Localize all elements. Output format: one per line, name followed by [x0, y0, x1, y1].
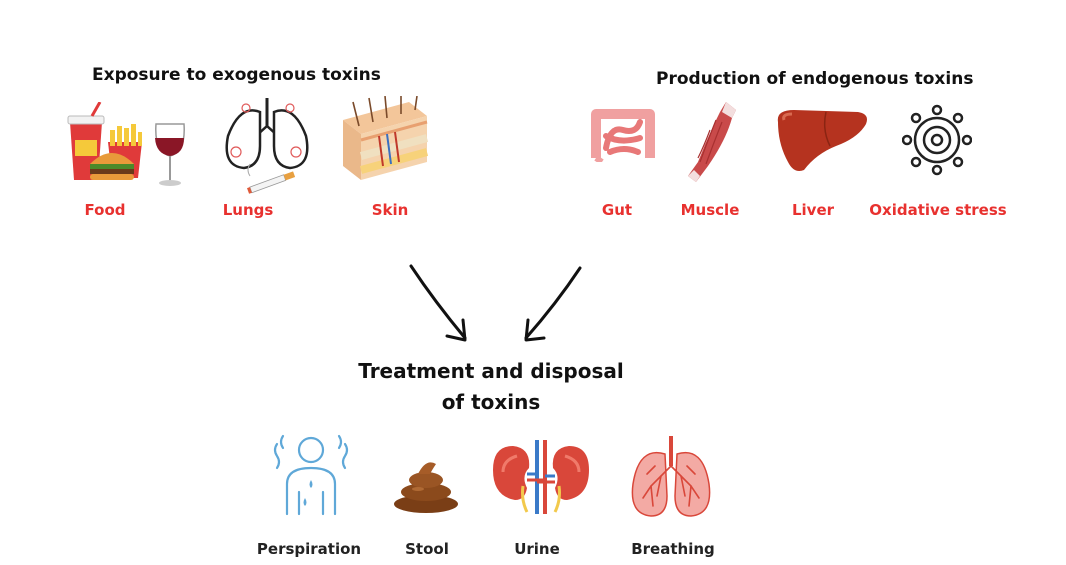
treatment-item-label-breathing: Breathing [631, 540, 715, 558]
treatment-title-line2: of toxins [441, 390, 541, 414]
intestine-icon [590, 108, 656, 162]
kidneys-icon [491, 440, 591, 514]
skin-icon [339, 96, 431, 184]
exogenous-item-label-lungs: Lungs [222, 201, 274, 219]
lungs-icon [629, 436, 713, 520]
exogenous-item-label-food: Food [84, 201, 126, 219]
smoking-lungs-icon [220, 96, 314, 196]
sweating-person-icon [271, 432, 351, 516]
food-icon [66, 102, 194, 188]
treatment-title-line1: Treatment and disposal [358, 359, 624, 383]
treatment-item-label-perspiration: Perspiration [256, 540, 362, 558]
muscle-icon [686, 100, 738, 184]
endogenous-item-label-muscle: Muscle [680, 201, 740, 219]
treatment-title: Treatment and disposal of toxins [341, 356, 641, 418]
endogenous-item-label-gut: Gut [601, 201, 633, 219]
endogenous-item-label-liver: Liver [791, 201, 835, 219]
liver-icon [774, 108, 870, 174]
treatment-item-label-urine: Urine [514, 540, 560, 558]
treatment-item-label-stool: Stool [405, 540, 449, 558]
exogenous-heading: Exposure to exogenous toxins [92, 65, 381, 85]
endogenous-heading: Production of endogenous toxins [656, 69, 974, 89]
arrow-exogenous-to-treatment [405, 262, 473, 346]
molecule-icon [902, 104, 972, 176]
exogenous-item-label-skin: Skin [371, 201, 409, 219]
stool-icon [392, 456, 460, 514]
endogenous-item-label-oxidative-stress: Oxidative stress [869, 201, 1007, 219]
arrow-endogenous-to-treatment [518, 264, 586, 346]
